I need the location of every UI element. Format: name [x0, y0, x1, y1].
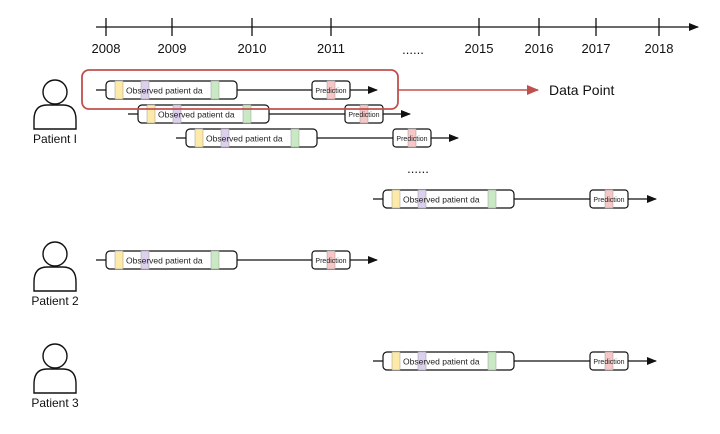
data-point-callout: Data Point — [81, 69, 614, 110]
person-icon-body — [33, 368, 77, 394]
feature-stripe — [172, 104, 182, 124]
feature-stripe — [290, 128, 300, 148]
feature-stripe — [114, 80, 124, 100]
person-icon-body — [33, 266, 77, 292]
feature-stripe — [210, 250, 220, 270]
observed-box — [105, 80, 238, 100]
person-icon — [42, 343, 68, 369]
patient-label: Patient 3 — [31, 396, 79, 410]
sample-row: Observed patient da Prediction — [373, 189, 657, 209]
person-icon-body — [33, 104, 77, 130]
feature-stripe — [487, 351, 497, 371]
person-icon — [42, 241, 68, 267]
patient-list: Patient I Patient 2 Patient 3 — [31, 79, 79, 410]
feature-stripe — [391, 351, 401, 371]
year-label: 2017 — [582, 41, 611, 56]
prediction-label: Prediction — [348, 112, 379, 119]
prediction-stripe — [407, 128, 417, 148]
feature-stripe — [487, 189, 497, 209]
patient-3: Patient 3 — [31, 343, 79, 410]
year-label: 2016 — [525, 41, 554, 56]
timeline-gap-ellipsis: ...... — [402, 42, 424, 57]
callout-label: Data Point — [549, 82, 614, 98]
prediction-stripe — [604, 189, 614, 209]
prediction-label: Prediction — [315, 258, 346, 265]
observed-label: Observed patient da — [158, 110, 235, 120]
year-label: 2008 — [92, 41, 121, 56]
feature-stripe — [140, 80, 150, 100]
patient-label: Patient 2 — [31, 294, 79, 308]
prediction-label: Prediction — [593, 197, 624, 204]
year-ticks: 2008 2009 2010 2011 2015 2016 2017 2018 — [92, 18, 674, 56]
observed-box — [382, 189, 515, 209]
sample-row: Observed patient da Prediction — [128, 104, 411, 124]
feature-stripe — [114, 250, 124, 270]
patient-2: Patient 2 — [31, 241, 79, 308]
feature-stripe — [140, 250, 150, 270]
sample-row: Observed patient da Prediction — [96, 250, 378, 270]
observed-label: Observed patient da — [206, 134, 283, 144]
patient-label: Patient I — [33, 132, 77, 146]
year-label: 2010 — [238, 41, 267, 56]
observed-label: Observed patient da — [126, 256, 203, 266]
sample-row: Observed patient da Prediction — [373, 351, 657, 371]
observed-box — [105, 250, 238, 270]
observed-box — [382, 351, 515, 371]
observed-box — [185, 128, 318, 148]
observed-label: Observed patient da — [403, 195, 480, 205]
year-label: 2015 — [465, 41, 494, 56]
year-label: 2018 — [645, 41, 674, 56]
prediction-stripe — [604, 351, 614, 371]
feature-stripe — [210, 80, 220, 100]
feature-stripe — [146, 104, 156, 124]
sample-row: Observed patient da Prediction — [176, 128, 459, 148]
prediction-label: Prediction — [593, 359, 624, 366]
prediction-stripe — [326, 250, 336, 270]
feature-stripe — [391, 189, 401, 209]
rows-ellipsis: ...... — [407, 161, 429, 176]
prediction-label: Prediction — [396, 136, 427, 143]
feature-stripe — [194, 128, 204, 148]
feature-stripe — [417, 351, 427, 371]
observed-label: Observed patient da — [403, 357, 480, 367]
sample-row: Observed patient da Prediction — [96, 80, 378, 100]
timeline-axis: 2008 2009 2010 2011 2015 2016 2017 2018 ...... — [92, 18, 699, 57]
patient-1: Patient I — [33, 79, 77, 146]
year-label: 2011 — [317, 41, 345, 56]
observed-label: Observed patient da — [126, 86, 203, 96]
prediction-stripe — [359, 104, 369, 124]
prediction-label: Prediction — [315, 88, 346, 95]
prediction-stripe — [326, 80, 336, 100]
year-label: 2009 — [158, 41, 187, 56]
feature-stripe — [220, 128, 230, 148]
person-icon — [42, 79, 68, 105]
feature-stripe — [417, 189, 427, 209]
feature-stripe — [242, 104, 252, 124]
